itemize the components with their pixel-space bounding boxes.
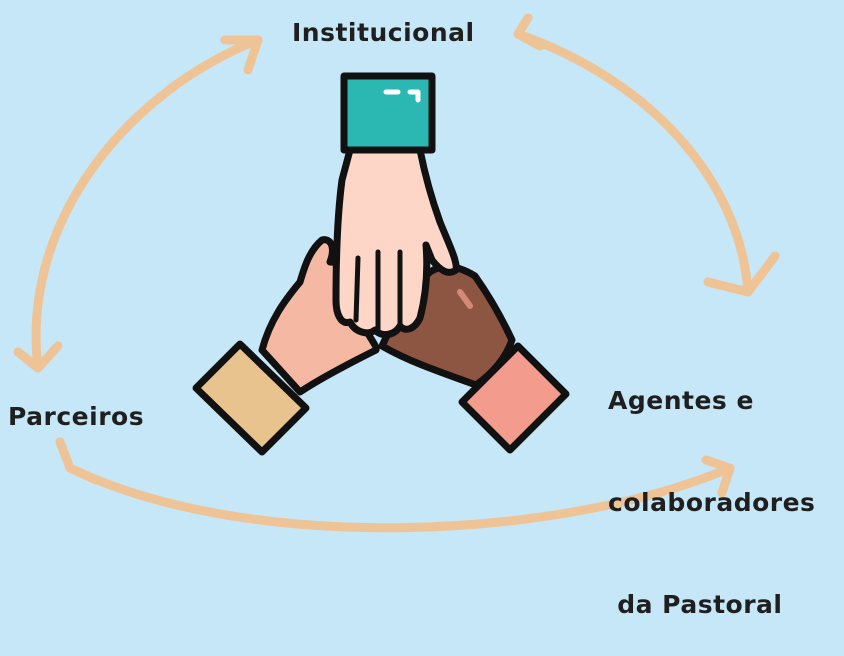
joined-hands-icon	[192, 72, 570, 456]
node-agentes-colaboradores: Agentes e colaboradores da Pastoral	[608, 316, 815, 656]
node-institucional: Institucional	[292, 18, 475, 47]
top-hand	[332, 72, 460, 339]
arrow-bottom	[55, 437, 735, 533]
node-parceiros: Parceiros	[8, 402, 145, 431]
cycle-arrows	[13, 13, 780, 533]
node-agentes-line-3: da Pastoral	[608, 590, 783, 619]
node-agentes-line-1: Agentes e	[608, 386, 754, 415]
arrow-top-left	[13, 35, 263, 373]
diagram-canvas	[13, 13, 780, 533]
arrow-top-right	[513, 13, 780, 297]
node-agentes-line-2: colaboradores	[608, 488, 816, 517]
